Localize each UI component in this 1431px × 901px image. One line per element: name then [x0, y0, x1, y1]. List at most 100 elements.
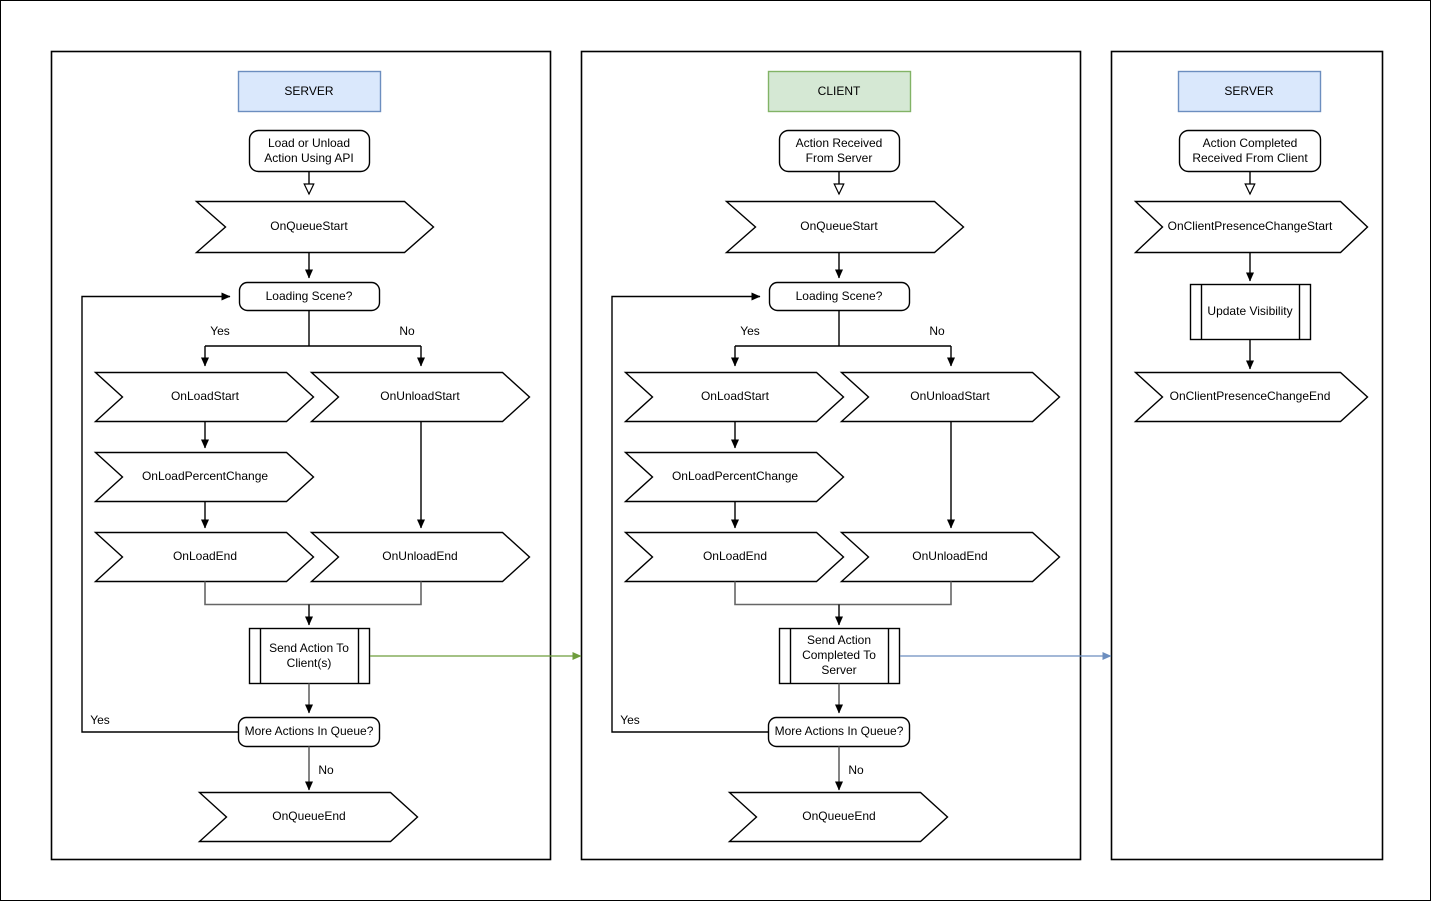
node-on-load-end: OnLoadEnd	[93, 531, 315, 583]
edge-label-branch-no: No	[399, 324, 415, 338]
node-label-line-1: Send Action To	[269, 641, 349, 655]
node-action-completed-received-from-client: Action Completed Received From Client	[1178, 129, 1322, 173]
node-send-action-completed-to-server: Send Action Completed To Server	[778, 627, 901, 685]
node-on-unload-start: OnUnloadStart	[309, 371, 531, 423]
lane-header-box	[767, 70, 912, 113]
node-shape-chevron	[623, 531, 845, 583]
node-shape-chevron	[839, 371, 1061, 423]
lane-title-label: SERVER	[284, 84, 333, 98]
node-label: Loading Scene?	[266, 289, 353, 303]
edge-merge-loadend	[204, 581, 422, 606]
node-on-load-percent-change: OnLoadPercentChange	[623, 451, 845, 503]
node-shape-chevron	[623, 371, 845, 423]
lane-header-client: CLIENT	[767, 70, 912, 113]
node-shape-chevron	[309, 371, 531, 423]
node-shape-chevron	[194, 200, 435, 254]
edge-label-loop-yes: Yes	[620, 713, 640, 727]
node-label: OnLoadEnd	[173, 549, 237, 563]
node-label: OnQueueEnd	[272, 809, 345, 823]
node-on-unload-end: OnUnloadEnd	[839, 531, 1061, 583]
node-label: OnUnloadEnd	[382, 549, 457, 563]
node-loading-scene: Loading Scene?	[238, 281, 381, 312]
lane-client: CLIENT Action Received From Server OnQue…	[580, 50, 1082, 861]
node-label-line-2: Action Using API	[264, 151, 353, 165]
node-label: OnUnloadEnd	[912, 549, 987, 563]
node-label: OnClientPresenceChangeStart	[1168, 219, 1333, 233]
node-shape-chevron	[1133, 371, 1369, 423]
node-load-or-unload-action: Load or Unload Action Using API	[248, 129, 371, 173]
node-shape-chevron	[93, 451, 315, 503]
node-shape-chevron	[727, 791, 949, 843]
node-label-line-1: Load or Unload	[268, 136, 350, 150]
node-on-load-end: OnLoadEnd	[623, 531, 845, 583]
node-send-action-to-clients: Send Action To Client(s)	[248, 627, 371, 685]
node-label: OnQueueStart	[270, 219, 348, 233]
node-shape-chevron	[724, 200, 965, 254]
node-more-actions-in-queue: More Actions In Queue?	[237, 716, 381, 748]
node-label: OnLoadEnd	[703, 549, 767, 563]
node-on-load-percent-change: OnLoadPercentChange	[93, 451, 315, 503]
node-shape-chevron	[1133, 200, 1369, 254]
node-on-client-presence-change-start: OnClientPresenceChangeStart	[1133, 200, 1369, 254]
node-label-line-3: Server	[821, 663, 856, 677]
node-label-line-1: Send Action	[807, 633, 871, 647]
node-shape-chevron	[93, 371, 315, 423]
node-label: Update Visibility	[1207, 304, 1292, 318]
lane-header-server-left: SERVER	[237, 70, 382, 113]
node-update-visibility: Update Visibility	[1189, 283, 1312, 341]
node-on-queue-end: OnQueueEnd	[727, 791, 949, 843]
node-shape-chevron	[623, 451, 845, 503]
node-label-line-2: Received From Client	[1192, 151, 1308, 165]
node-on-queue-start: OnQueueStart	[724, 200, 965, 254]
edge-label-exit-no: No	[318, 763, 334, 777]
edge-label-loop-yes: Yes	[90, 713, 110, 727]
edge-label-branch-yes: Yes	[740, 324, 760, 338]
node-on-queue-end: OnQueueEnd	[197, 791, 419, 843]
edge-label-branch-yes: Yes	[210, 324, 230, 338]
edge-merge-loadend	[734, 581, 952, 606]
node-shape-chevron	[197, 791, 419, 843]
node-label: OnLoadStart	[171, 389, 240, 403]
node-label: OnUnloadStart	[380, 389, 460, 403]
node-on-load-start: OnLoadStart	[623, 371, 845, 423]
node-on-unload-start: OnUnloadStart	[839, 371, 1061, 423]
lane-panel-border	[1110, 50, 1384, 861]
node-shape-chevron	[309, 531, 531, 583]
edge-loop-yes	[81, 292, 239, 733]
node-label: OnClientPresenceChangeEnd	[1170, 389, 1331, 403]
node-label: Loading Scene?	[796, 289, 883, 303]
lane-header-box	[1177, 70, 1322, 113]
node-label: More Actions In Queue?	[775, 724, 904, 738]
node-loading-scene: Loading Scene?	[768, 281, 911, 312]
lane-server-right: SERVER Action Completed Received From Cl…	[1110, 50, 1384, 861]
node-action-received-from-server: Action Received From Server	[778, 129, 901, 173]
node-on-load-start: OnLoadStart	[93, 371, 315, 423]
node-label-line-2: From Server	[806, 151, 873, 165]
node-shape-chevron	[93, 531, 315, 583]
node-label: OnQueueStart	[800, 219, 878, 233]
edge-label-branch-no: No	[929, 324, 945, 338]
node-shape-predefined-process	[1189, 283, 1312, 341]
node-shape-chevron	[839, 531, 1061, 583]
lane-header-box	[237, 70, 382, 113]
node-label: OnLoadPercentChange	[672, 469, 798, 483]
lane-title-label: SERVER	[1224, 84, 1273, 98]
node-label-line-2: Completed To	[802, 648, 876, 662]
node-label-line-1: Action Completed	[1203, 136, 1298, 150]
node-label: More Actions In Queue?	[245, 724, 374, 738]
lane-title-label: CLIENT	[818, 84, 861, 98]
node-on-queue-start: OnQueueStart	[194, 200, 435, 254]
lane-server-left: SERVER Load or Unload Action Using API O…	[50, 50, 552, 861]
edge-label-exit-no: No	[848, 763, 864, 777]
node-on-client-presence-change-end: OnClientPresenceChangeEnd	[1133, 371, 1369, 423]
node-label-line-2: Client(s)	[287, 656, 332, 670]
lane-header-server-right: SERVER	[1177, 70, 1322, 113]
node-label: OnQueueEnd	[802, 809, 875, 823]
node-label: OnLoadPercentChange	[142, 469, 268, 483]
edge-loop-yes	[611, 292, 769, 733]
node-label: OnUnloadStart	[910, 389, 990, 403]
node-more-actions-in-queue: More Actions In Queue?	[767, 716, 911, 748]
node-label: OnLoadStart	[701, 389, 770, 403]
